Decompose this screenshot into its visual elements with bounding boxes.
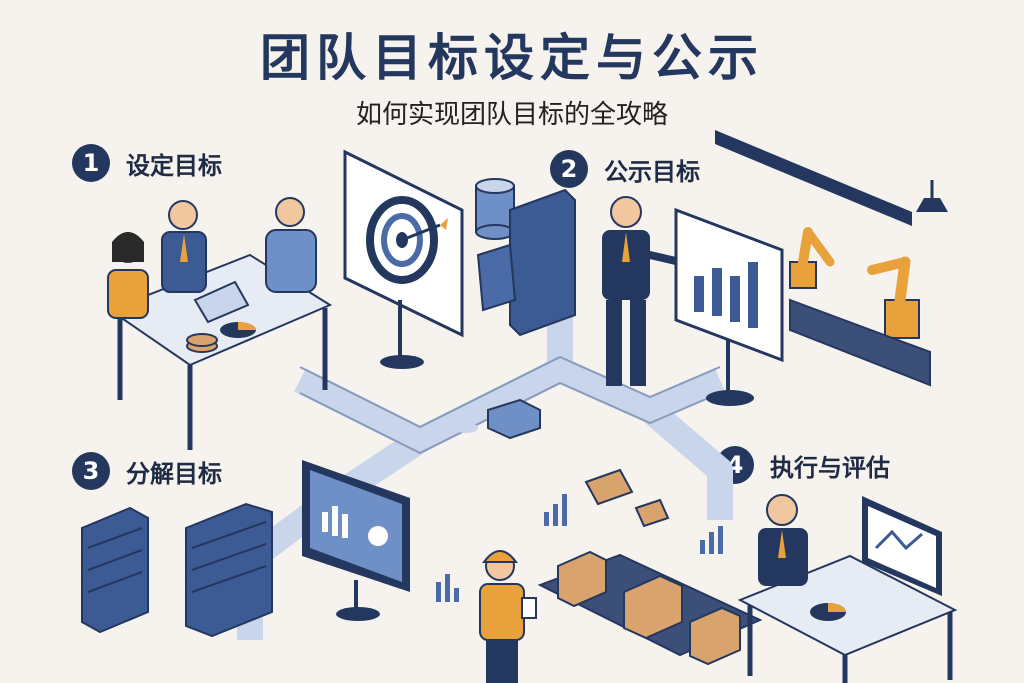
step-1-number: 1 — [72, 144, 110, 182]
server-rack-icon — [476, 188, 576, 337]
step-1-label: 设定目标 — [126, 151, 222, 180]
step-3: 3 分解目标 — [72, 452, 222, 490]
step-2-label: 公示目标 — [604, 157, 700, 186]
bar-chart-board-icon — [674, 207, 784, 406]
step-2: 2 公示目标 — [550, 150, 700, 188]
puzzle-pieces-icon — [454, 398, 541, 440]
step-4-label: 执行与评估 — [770, 453, 890, 482]
presenter-scene — [602, 196, 684, 386]
dashboard-monitor-icon — [302, 460, 410, 621]
worker-figure — [479, 550, 537, 683]
robot-arm-icon — [715, 130, 948, 387]
path-edges — [299, 355, 721, 455]
step-3-label: 分解目标 — [126, 459, 222, 488]
page-title: 团队目标设定与公示 — [260, 29, 764, 87]
step-3-number: 3 — [72, 452, 110, 490]
step-1: 1 设定目标 — [72, 144, 222, 182]
page-subtitle: 如何实现团队目标的全攻略 — [355, 100, 668, 130]
meeting-scene — [107, 197, 333, 450]
server-racks-scene — [81, 502, 273, 638]
conveyor-belt-icon — [537, 550, 763, 666]
step-2-number: 2 — [550, 150, 588, 188]
database-icon — [475, 178, 515, 240]
evaluator-desk-scene — [737, 494, 958, 683]
mini-chart-icons — [436, 468, 723, 602]
target-board-icon — [343, 149, 464, 369]
